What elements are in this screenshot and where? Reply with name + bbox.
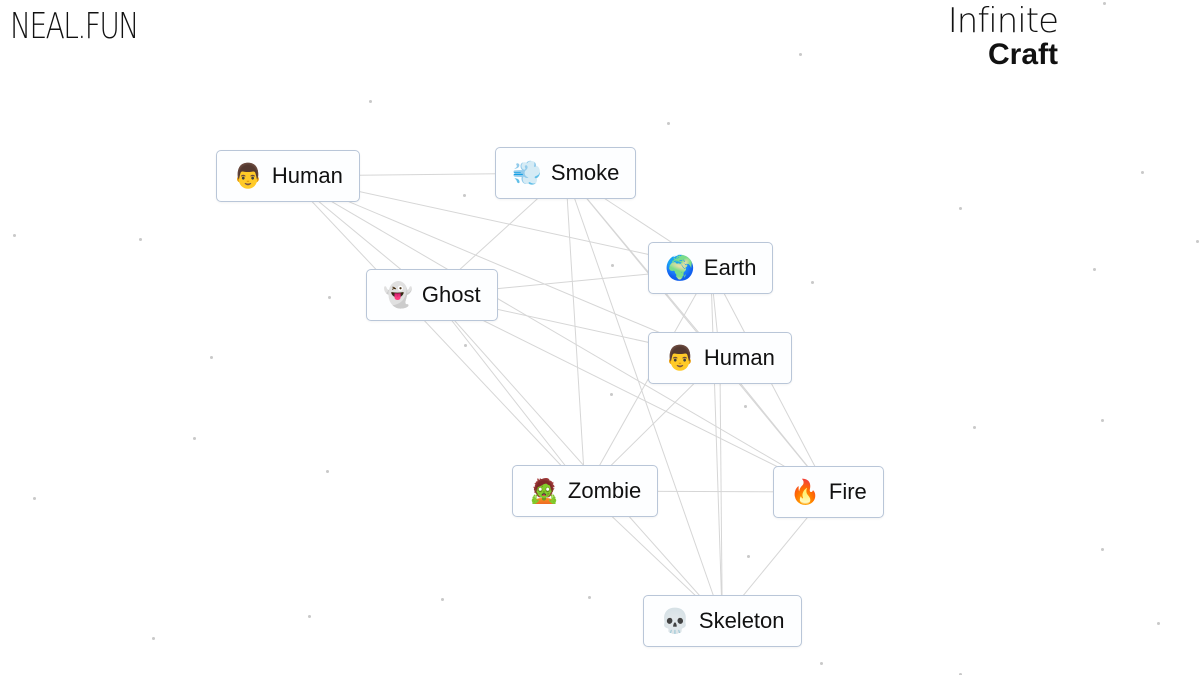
background-dot — [973, 426, 976, 429]
connection-line — [287, 175, 586, 492]
connection-line — [431, 294, 829, 493]
connection-line — [565, 172, 586, 492]
background-dot — [369, 100, 372, 103]
element-label: Human — [703, 345, 775, 370]
background-dot — [328, 296, 331, 299]
element-human[interactable]: 👨 Human — [216, 150, 360, 202]
connection-line — [431, 294, 586, 492]
fire-icon: 🔥 — [790, 478, 820, 506]
connection-line — [710, 267, 723, 622]
background-dot — [610, 393, 613, 396]
background-dot — [1157, 622, 1160, 625]
background-dot — [1101, 419, 1104, 422]
background-dot — [1093, 268, 1096, 271]
background-dot — [811, 281, 814, 284]
globe-icon: 🌍 — [665, 254, 695, 282]
wind-puff-icon: 💨 — [512, 159, 542, 187]
neal-fun-logo[interactable]: NEAL.FUN — [10, 6, 139, 47]
connection-line — [565, 172, 723, 622]
background-dot — [1101, 548, 1104, 551]
zombie-icon: 🧟 — [529, 477, 559, 505]
background-dot — [441, 598, 444, 601]
background-dot — [210, 356, 213, 359]
element-label: Skeleton — [698, 608, 785, 633]
brand-title-bottom: Craft — [987, 38, 1058, 71]
background-dot — [959, 673, 962, 675]
background-dot — [959, 207, 962, 210]
background-dot — [463, 194, 466, 197]
element-earth[interactable]: 🌍 Earth — [648, 242, 774, 294]
background-dot — [139, 238, 142, 241]
background-dot — [799, 53, 802, 56]
element-human[interactable]: 👨 Human — [648, 332, 792, 384]
brand-title-top: Infinite — [947, 1, 1059, 41]
background-dot — [611, 264, 614, 267]
skull-icon: 💀 — [660, 607, 690, 635]
element-label: Earth — [703, 255, 757, 280]
background-dot — [744, 405, 747, 408]
infinite-craft-logo: Infinite Craft — [947, 1, 1059, 71]
background-dot — [326, 470, 329, 473]
background-dot — [1141, 171, 1144, 174]
element-ghost[interactable]: 👻 Ghost — [366, 269, 498, 321]
background-dot — [588, 596, 591, 599]
background-dot — [464, 344, 467, 347]
element-label: Zombie — [567, 478, 642, 503]
background-dot — [1103, 2, 1106, 5]
background-dot — [152, 637, 155, 640]
element-label: Smoke — [550, 160, 620, 185]
element-label: Human — [271, 163, 343, 188]
background-dot — [667, 122, 670, 125]
element-zombie[interactable]: 🧟 Zombie — [512, 465, 659, 517]
man-face-icon: 👨 — [233, 162, 263, 190]
element-label: Fire — [828, 479, 867, 504]
background-dot — [820, 662, 823, 665]
background-dot — [33, 497, 36, 500]
background-dot — [193, 437, 196, 440]
ghost-icon: 👻 — [383, 281, 413, 309]
background-dot — [1196, 240, 1199, 243]
connection-line — [719, 357, 723, 622]
background-dot — [308, 615, 311, 618]
element-fire[interactable]: 🔥 Fire — [773, 466, 884, 518]
element-skeleton[interactable]: 💀 Skeleton — [643, 595, 802, 647]
element-smoke[interactable]: 💨 Smoke — [495, 147, 637, 199]
background-dot — [13, 234, 16, 237]
background-dot — [747, 555, 750, 558]
element-label: Ghost — [421, 282, 481, 307]
man-face-icon: 👨 — [665, 344, 695, 372]
